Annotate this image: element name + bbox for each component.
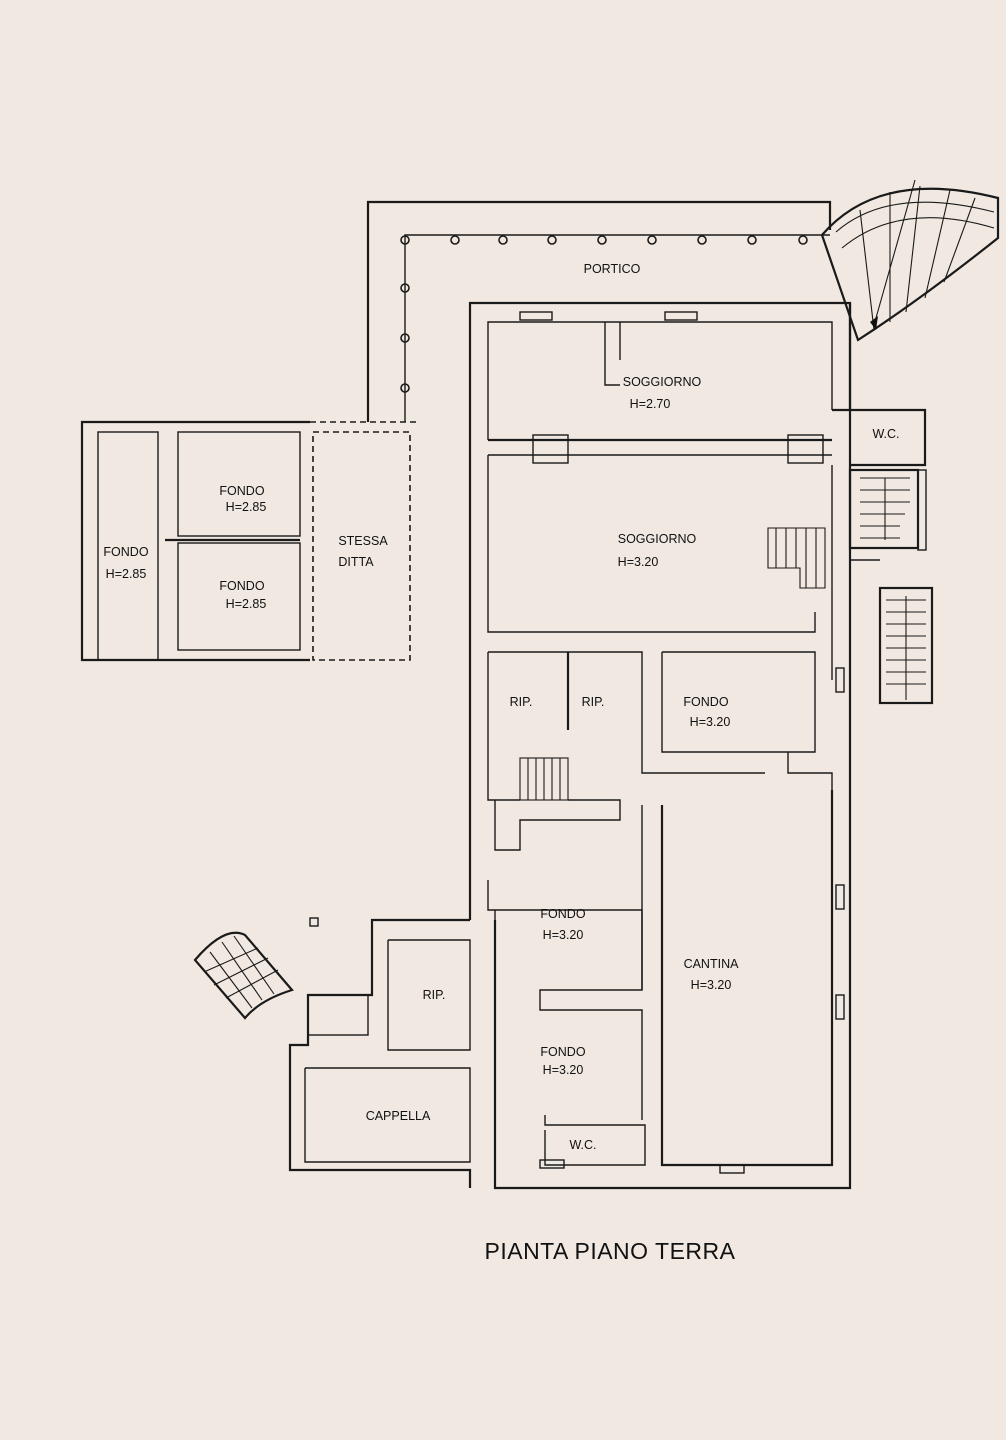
label-fondo-east-height: H=3.20	[690, 715, 731, 729]
label-rip-b: RIP.	[582, 695, 605, 709]
label-cantina-height: H=3.20	[691, 978, 732, 992]
label-cantina: CANTINA	[684, 957, 740, 971]
label-fondo-west-long-height: H=2.85	[106, 567, 147, 581]
west-block	[80, 420, 420, 662]
label-rip-c: RIP.	[423, 988, 446, 1002]
label-fondo-center-bottom-height: H=3.20	[543, 1063, 584, 1077]
main-building	[468, 301, 934, 1190]
label-fondo-east: FONDO	[683, 695, 728, 709]
label-soggiorno-main: SOGGIORNO	[618, 532, 697, 546]
label-portico: PORTICO	[584, 262, 641, 276]
label-fondo-center-bottom: FONDO	[540, 1045, 585, 1059]
label-fondo-west-top-height: H=2.85	[226, 500, 267, 514]
plan-title: PIANTA PIANO TERRA	[485, 1238, 736, 1264]
label-fondo-west-bottom-height: H=2.85	[226, 597, 267, 611]
label-fondo-center-top: FONDO	[540, 907, 585, 921]
label-soggiorno-upper: SOGGIORNO	[623, 375, 702, 389]
label-wc-lower: W.C.	[569, 1138, 596, 1152]
southwest-block	[288, 917, 472, 1188]
label-rip-a: RIP.	[510, 695, 533, 709]
label-fondo-west-top: FONDO	[219, 484, 264, 498]
label-soggiorno-main-height: H=3.20	[618, 555, 659, 569]
label-cappella: CAPPELLA	[366, 1109, 431, 1123]
label-soggiorno-upper-height: H=2.70	[630, 397, 671, 411]
label-ditta: DITTA	[338, 555, 374, 569]
portico-columns	[400, 235, 808, 393]
curved-stair-north	[820, 179, 1000, 342]
portico-walls	[366, 200, 832, 422]
label-stessa: STESSA	[338, 534, 388, 548]
label-fondo-west-long: FONDO	[103, 545, 148, 559]
label-fondo-center-top-height: H=3.20	[543, 928, 584, 942]
curved-stair-southwest	[193, 931, 294, 1020]
label-fondo-west-bottom: FONDO	[219, 579, 264, 593]
label-wc-upper: W.C.	[872, 427, 899, 441]
